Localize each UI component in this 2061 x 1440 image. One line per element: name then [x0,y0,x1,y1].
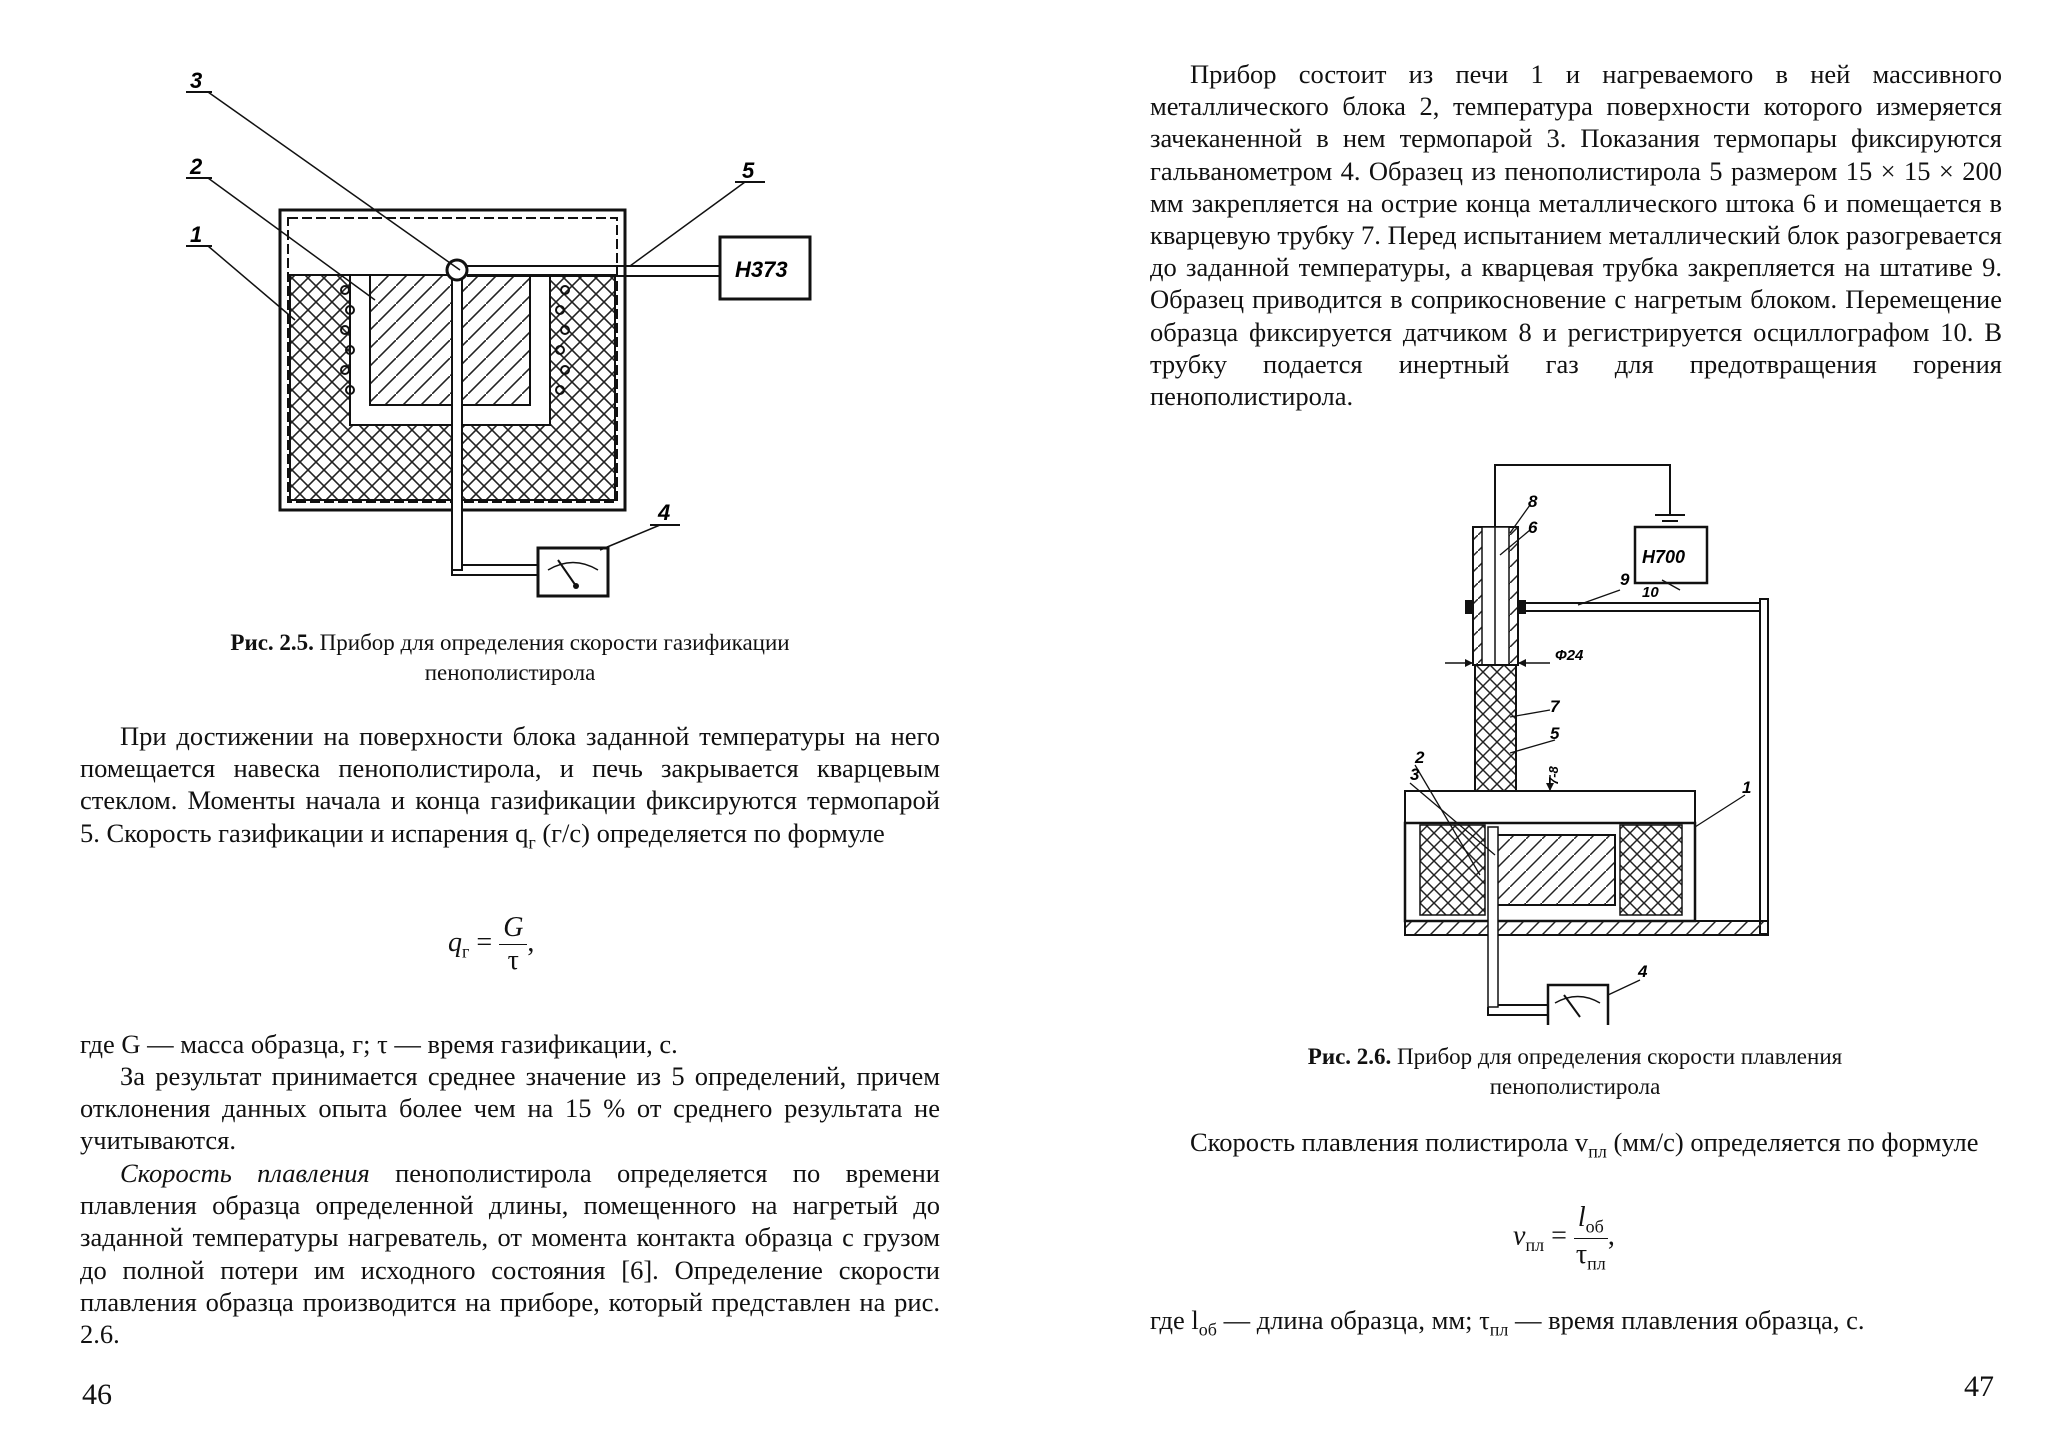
left-paragraph-3: Скорость плавления пенополистирола опред… [80,1158,940,1350]
fig-label: 3 [1410,765,1420,784]
page-number-left: 46 [82,1378,112,1411]
fig-label: 1 [1742,778,1751,797]
fig-label: 5 [1550,724,1560,743]
formula-melting: vпл = lоб τпл , [1513,1202,1615,1274]
fig-label: 1 [190,222,202,247]
fig-label: 5 [742,158,755,183]
fig-label: 4 [1637,962,1648,981]
left-paragraph-1: При достижении на поверхности блока зада… [80,721,940,852]
right-where-line: где lоб — длина образца, мм; τпл — время… [1150,1305,1865,1340]
figure-2-6-diagram: 8 6 H700 9 10 Ф24 7 5 2 3 7-8 1 4 [1403,464,1769,1025]
fig-label: 6 [1528,518,1538,537]
fig-label: 2 [1414,748,1425,767]
page-number-right: 47 [1964,1370,1994,1403]
fig-label: 7 [1550,697,1561,716]
fig-label: H373 [735,257,788,282]
formula-gasification: qг = G τ , [448,912,535,976]
fig-label: 10 [1642,584,1659,601]
left-page: 3 2 1 5 H373 4 Рис. 2.5. Прибор для опре… [0,0,1030,1440]
left-paragraph-2: За результат принимается среднее значени… [80,1061,940,1156]
fig-label: 7-8 [1546,765,1561,785]
fig-label: H700 [1642,547,1685,567]
right-intro-paragraph: Прибор состоит из печи 1 и нагреваемого … [1150,59,2002,412]
fig-label: 8 [1528,492,1538,511]
fig-label: 2 [189,154,203,179]
fig-label: 3 [190,70,202,93]
fig-label: 9 [1620,570,1630,589]
left-where-line: где G — масса образца, г; τ — время гази… [80,1029,678,1059]
figure-2-6-caption: Рис. 2.6. Прибор для определения скорост… [1307,1044,1843,1099]
right-paragraph-1: Скорость плавления полистирола vпл (мм/с… [1190,1127,1979,1162]
fig-label: 4 [657,500,670,525]
figure-2-5-diagram: 3 2 1 5 H373 4 [186,70,812,598]
figure-2-5-caption: Рис. 2.5. Прибор для определения скорост… [230,630,790,685]
fig-label: Ф24 [1555,647,1584,664]
right-page: Прибор состоит из печи 1 и нагреваемого … [1030,0,2061,1440]
